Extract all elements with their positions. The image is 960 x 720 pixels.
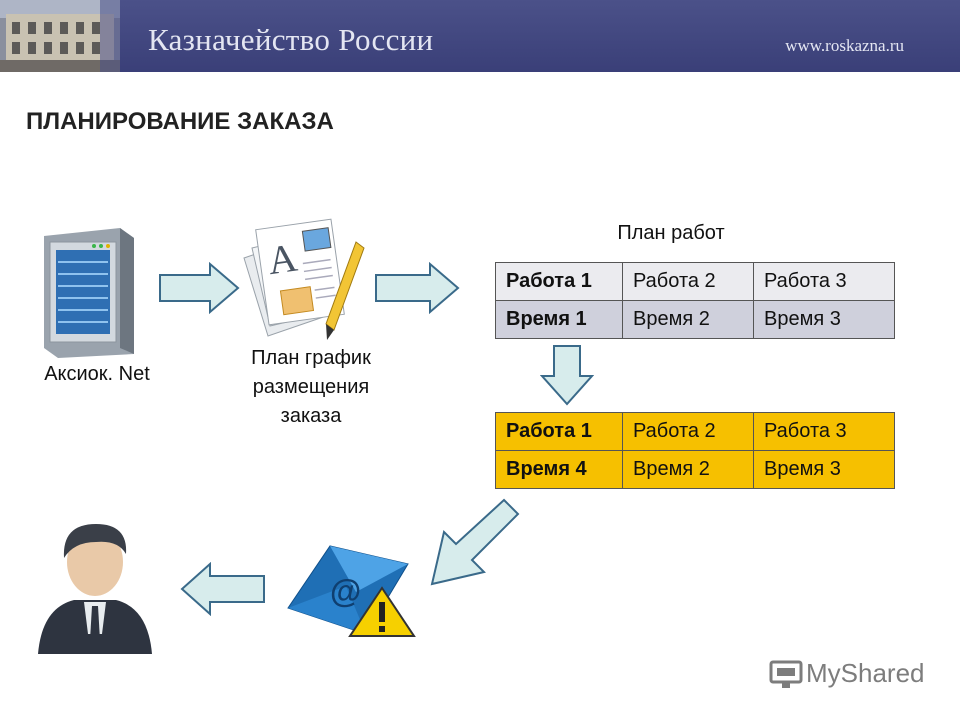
plan-label: План работ [617,222,725,244]
table-row: Работа 1 Работа 2 Работа 3 [495,412,895,451]
table-row: Время 4 Время 2 Время 3 [495,450,895,489]
arrow-down [539,344,595,411]
server-icon [34,226,140,363]
updated-plan-table: Работа 1 Работа 2 Работа 3 Время 4 Время… [495,412,895,489]
email-warning-icon: @ [286,542,422,647]
table-cell: Работа 2 [622,412,754,451]
document-label: План график размещения заказа [222,344,400,431]
document-label-line-2: размещения [252,376,370,398]
table-cell: Время 1 [495,300,623,339]
table-row: Время 1 Время 2 Время 3 [495,300,895,339]
table-cell: Время 3 [753,450,895,489]
header-title: Казначейство России [148,22,434,57]
server-label: Аксиок. Net [44,363,150,385]
table-cell: Работа 1 [495,412,623,451]
table-row: Работа 1 Работа 2 Работа 3 [495,262,895,301]
svg-text:@: @ [330,573,361,609]
building-photo [0,0,120,72]
watermark-text: MyShared [806,658,925,688]
user-icon [34,516,156,659]
table-cell: Работа 3 [753,262,895,301]
table-cell: Время 2 [622,300,754,339]
table-cell: Время 3 [753,300,895,339]
table-cell: Работа 1 [495,262,623,301]
arrow-right-2 [374,261,460,319]
arrow-right-1 [158,261,240,319]
document-label-line-1: План график [251,347,371,369]
page-title: ПЛАНИРОВАНИЕ ЗАКАЗА [26,108,334,135]
table-cell: Время 4 [495,450,623,489]
table-cell: Работа 3 [753,412,895,451]
plan-table: Работа 1 Работа 2 Работа 3 Время 1 Время… [495,262,895,339]
header-bar: Казначейство России www.roskazna.ru [0,0,960,72]
watermark-logo-icon [768,656,804,695]
arrow-down-left [426,496,522,593]
document-label-line-3: заказа [280,405,342,427]
document-icon: A [238,218,368,347]
svg-text:A: A [265,235,300,284]
table-cell: Работа 2 [622,262,754,301]
header-url: www.roskazna.ru [785,36,904,55]
table-cell: Время 2 [622,450,754,489]
arrow-left [180,561,266,621]
